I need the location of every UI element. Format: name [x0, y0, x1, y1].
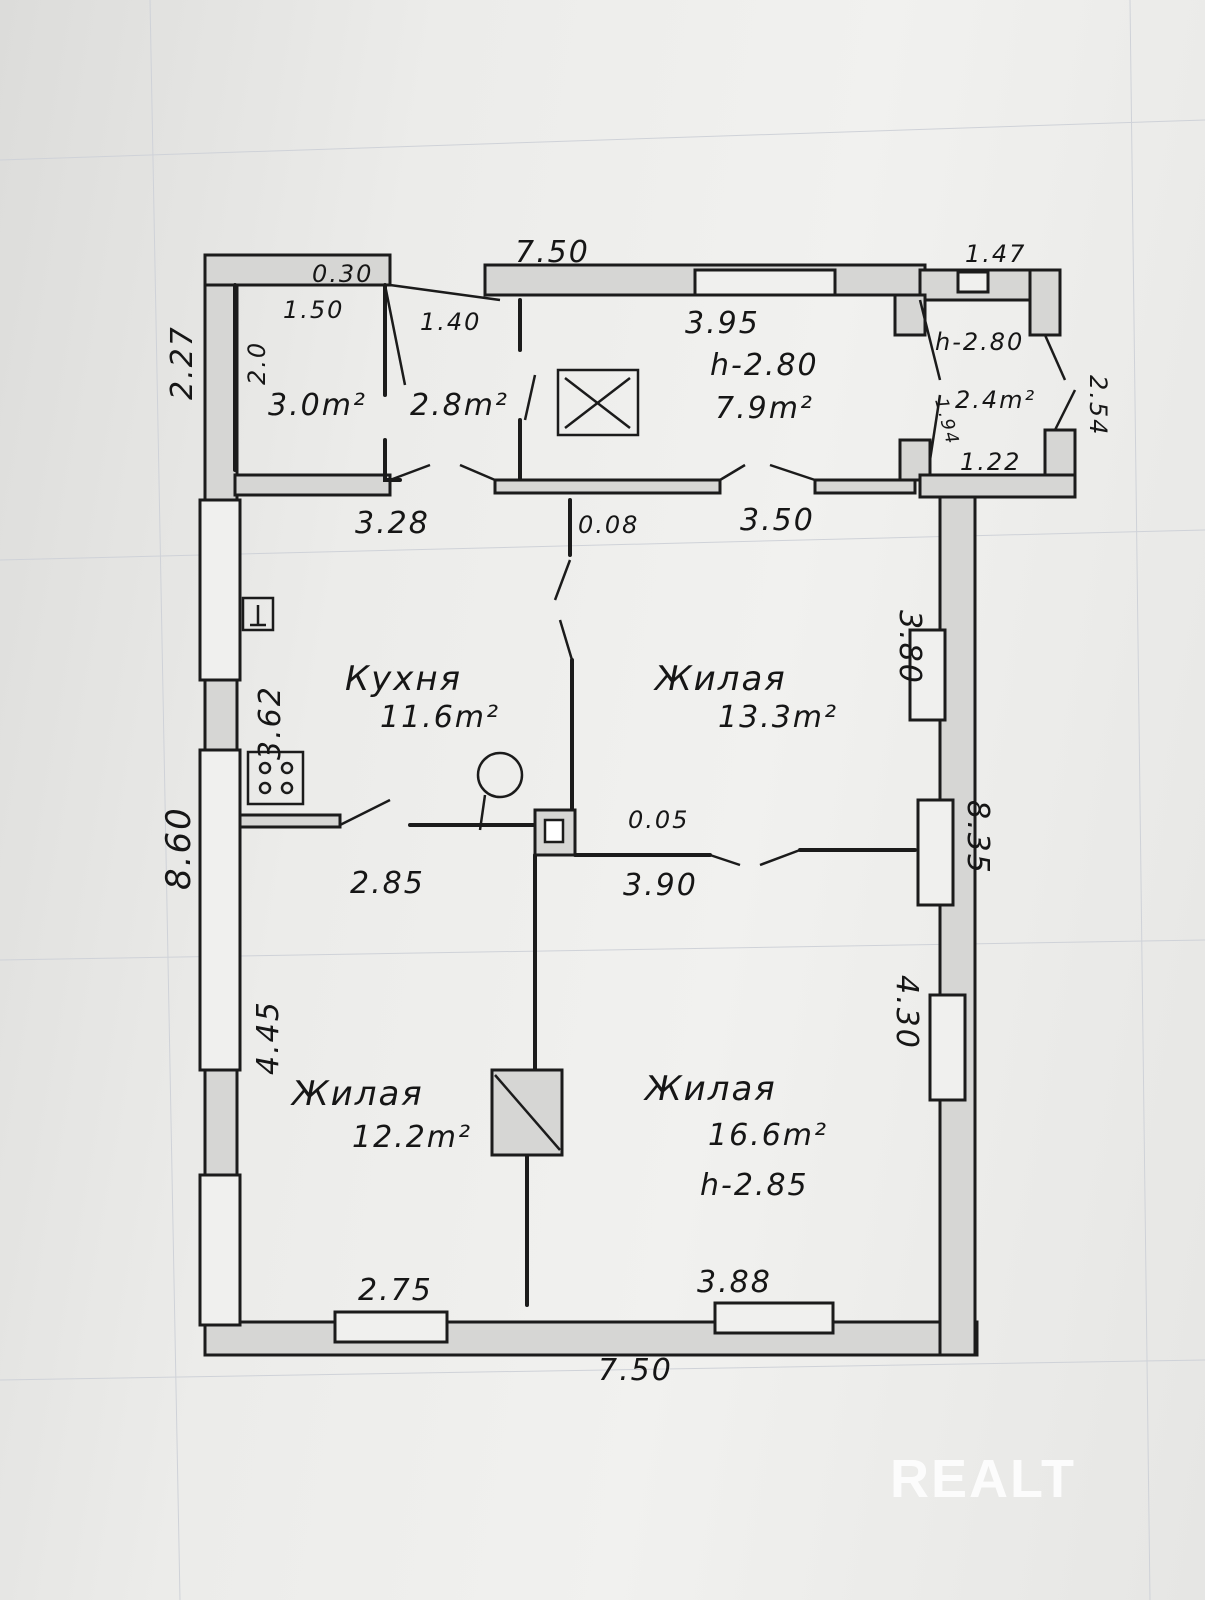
room-height-living-3: h-2.85 [700, 1168, 809, 1203]
dim-top-right: 1.47 [965, 240, 1026, 268]
dim-wall-030: 0.30 [312, 260, 373, 288]
dim-430: 4.30 [889, 975, 924, 1050]
dim-008: 0.08 [578, 511, 639, 539]
room-height-hall: h-2.80 [710, 348, 819, 383]
room-name-living-3: Жилая [643, 1069, 777, 1109]
dim-150: 1.50 [283, 296, 344, 324]
room-area-living-1: 13.3m² [718, 700, 838, 735]
dim-left-total: 8.60 [159, 806, 199, 890]
sink-icon [241, 596, 275, 632]
windows [198, 268, 990, 1344]
stove-icon [246, 750, 305, 806]
dim-right-annex: 2.54 [1084, 375, 1112, 436]
doors [339, 283, 1077, 867]
dim-005: 0.05 [628, 806, 689, 834]
room-name-living-1: Жилая [653, 659, 787, 699]
interior-walls [233, 283, 917, 1307]
dim-275: 2.75 [358, 1273, 433, 1308]
dim-362: 3.62 [253, 685, 288, 760]
room-name-living-2: Жилая [290, 1074, 424, 1114]
dim-445: 4.45 [251, 1000, 286, 1075]
boiler-icon [476, 751, 524, 831]
chimney-icon [543, 818, 565, 844]
dim-122: 1.22 [960, 448, 1021, 476]
room-area-hall: 7.9m² [715, 391, 814, 426]
dim-top-main: 7.50 [515, 235, 590, 270]
dim-285: 2.85 [350, 866, 425, 901]
room-name-kitchen: Кухня [345, 659, 462, 699]
dim-380: 3.80 [892, 610, 927, 685]
stairs-hatch-icon [556, 368, 640, 437]
room-area-living-3: 16.6m² [708, 1118, 828, 1153]
room-area-storage: 3.0m² [268, 388, 367, 423]
dim-388: 3.88 [697, 1265, 772, 1300]
room-area-living-2: 12.2m² [352, 1120, 472, 1155]
dim-right-total: 8.35 [960, 800, 995, 875]
room-width-hall: 3.95 [685, 306, 760, 341]
room-area-kitchen: 11.6m² [380, 700, 500, 735]
room-area-vestibule: 2.8m² [410, 388, 509, 423]
dim-20: 2.0 [243, 341, 271, 385]
room-area-annex: 2.4m² [955, 386, 1036, 414]
dim-140: 1.40 [420, 308, 481, 336]
room-height-annex: h-2.80 [935, 328, 1024, 356]
dim-bottom: 7.50 [598, 1353, 673, 1388]
dim-328: 3.28 [355, 506, 430, 541]
dim-350: 3.50 [740, 503, 815, 538]
dimension-labels: 7.50 1.47 7.50 8.60 2.27 8.35 2.54 0.30 … [159, 235, 1112, 1388]
realt-watermark: REALT [890, 1449, 1076, 1509]
room-labels: Кухня 11.6m² Жилая 13.3m² Жилая 12.2m² Ж… [268, 306, 1036, 1203]
dim-left-annex: 2.27 [165, 325, 200, 400]
dim-390: 3.90 [623, 868, 698, 903]
